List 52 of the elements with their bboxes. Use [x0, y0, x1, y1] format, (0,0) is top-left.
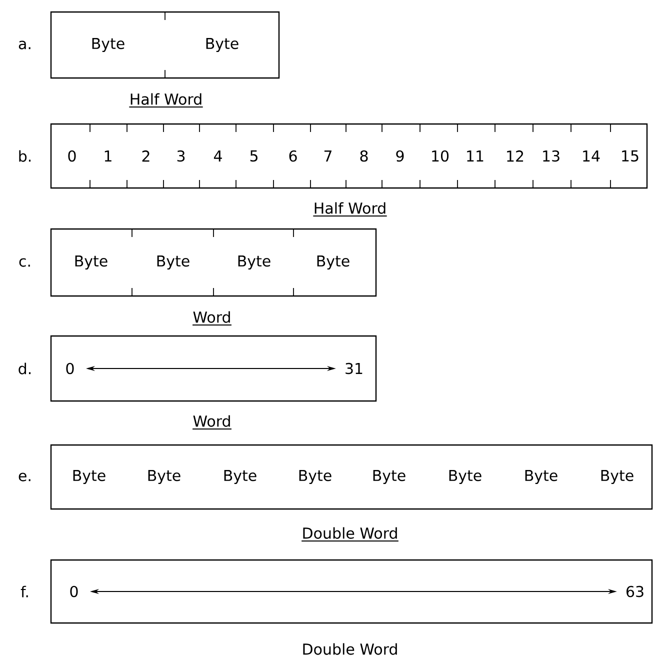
register-text: Byte	[73, 470, 106, 484]
caption: Half Word	[128, 93, 204, 108]
register-text: 0	[70, 586, 78, 598]
register-text: 15	[622, 150, 638, 162]
register-box	[50, 335, 377, 402]
register-text: 4	[214, 150, 222, 162]
register-text: 1	[104, 150, 112, 162]
register-text: 6	[289, 150, 297, 162]
register-text: 10	[432, 150, 449, 162]
register-text: 0	[66, 362, 74, 374]
register-text: Byte	[75, 255, 108, 270]
row-letter: c.	[19, 258, 30, 267]
register-text: 14	[583, 150, 600, 162]
register-text: 2	[142, 150, 150, 162]
register-text: Byte	[525, 470, 558, 484]
caption: Word	[192, 311, 232, 326]
register-box	[50, 11, 280, 79]
row-letter: f.	[20, 586, 28, 598]
register-text: Byte	[157, 255, 190, 270]
register-text: 12	[507, 150, 524, 162]
row-letter: e.	[18, 472, 30, 482]
register-text: 9	[396, 150, 404, 162]
register-text: 8	[360, 150, 368, 162]
register-text: 13	[543, 150, 560, 162]
register-text: 5	[250, 150, 258, 162]
register-text: Byte	[449, 470, 482, 484]
register-text: Byte	[373, 470, 406, 484]
register-text: Byte	[299, 470, 332, 484]
register-text: 31	[346, 362, 362, 374]
register-text: Byte	[317, 255, 350, 270]
register-text: Byte	[238, 255, 270, 270]
register-text: Byte	[148, 470, 180, 484]
register-box	[50, 444, 653, 510]
register-box	[50, 123, 648, 189]
caption: Word	[192, 415, 232, 430]
caption: Half Word	[312, 202, 388, 216]
row-letter: b.	[19, 150, 31, 162]
register-text: 0	[68, 150, 76, 162]
register-text: Byte	[206, 38, 238, 52]
register-box	[50, 228, 377, 297]
register-text: 7	[324, 150, 332, 162]
caption: Double Word	[301, 527, 399, 542]
register-text: 63	[626, 586, 644, 598]
register-text: Byte	[601, 470, 634, 484]
register-text: Byte	[92, 38, 124, 52]
caption: Double Word	[303, 643, 397, 655]
register-text: Byte	[224, 470, 256, 484]
register-box	[50, 559, 653, 624]
row-letter: d.	[18, 362, 31, 374]
register-text: 11	[467, 150, 484, 162]
row-letter: a.	[18, 40, 30, 50]
register-text: 3	[177, 150, 185, 162]
